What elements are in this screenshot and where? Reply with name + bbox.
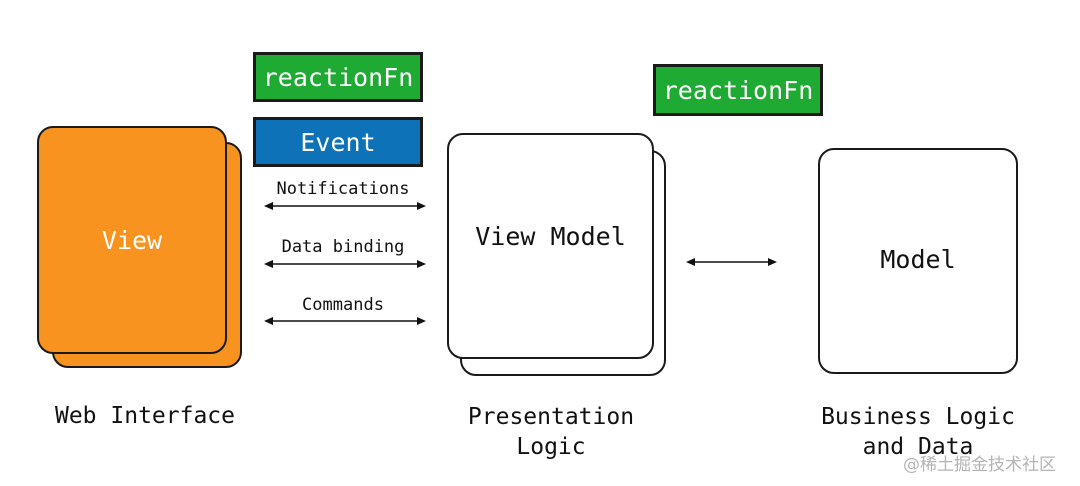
notifications-arrow — [264, 202, 426, 210]
web-interface-caption: Web Interface — [54, 403, 235, 429]
view-model-card: View Model — [447, 133, 654, 359]
notifications-label: Notifications — [276, 179, 410, 199]
business-logic-caption: Business Logic and Data — [821, 404, 1015, 460]
presentation-logic-caption: Presentation Logic — [467, 404, 635, 460]
data-binding-label: Data binding — [281, 237, 405, 257]
commands-arrow — [264, 317, 426, 325]
data-binding-arrow — [264, 260, 426, 268]
reaction-fn-tag-left: reactionFn — [253, 52, 423, 102]
view-label: View — [101, 225, 163, 255]
view-model-label: View Model — [475, 221, 626, 251]
reaction-fn-tag-right: reactionFn — [653, 64, 823, 116]
event-tag: Event — [253, 117, 423, 167]
watermark: @稀土掘金技术社区 — [903, 455, 1056, 475]
commands-label: Commands — [302, 295, 384, 315]
model-card: Model — [818, 148, 1018, 374]
model-label: Model — [880, 244, 956, 274]
view-card: View — [37, 126, 227, 354]
viewmodel-model-arrow — [686, 258, 777, 266]
